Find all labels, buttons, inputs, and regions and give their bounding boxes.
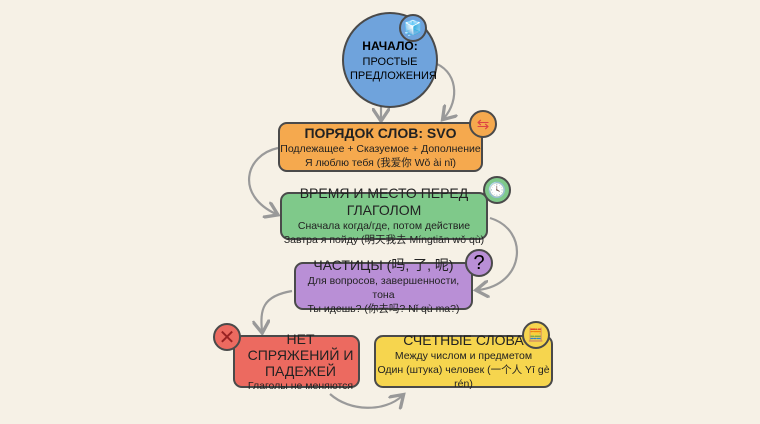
node-no-conjugation: НЕТ СПРЯЖЕНИЙ И ПАДЕЖЕЙ Глаголы не меняю… (233, 331, 360, 392)
clock-icon: 🕓 (483, 176, 511, 204)
node-title: НЕТ СПРЯЖЕНИЙ И ПАДЕЖЕЙ (247, 330, 354, 379)
node-time-place: ВРЕМЯ И МЕСТО ПЕРЕД ГЛАГОЛОМ Сначала ког… (280, 185, 488, 246)
node-line: Подлежащее + Сказуемое + Дополнение (280, 142, 481, 155)
cross-icon: ✕ (213, 323, 241, 351)
start-subtitle: ПРОСТЫЕ ПРЕДЛОЖЕНИЯ (350, 55, 437, 82)
node-measure-words: СЧЕТНЫЕ СЛОВА Между числом и предметом О… (374, 332, 553, 390)
node-line: Один (штука) человек (一个人 Yī gè rén) (377, 364, 550, 390)
node-line: Сначала когда/где, потом действие (297, 220, 471, 232)
node-word-order: ПОРЯДОК СЛОВ: SVO Подлежащее + Сказуемое… (278, 122, 483, 172)
start-node: НАЧАЛО: ПРОСТЫЕ ПРЕДЛОЖЕНИЯ (342, 12, 438, 108)
node-line: Я люблю тебя (我爱你 Wǒ ài nǐ) (304, 156, 457, 169)
arrow-particles-to-neg (261, 289, 293, 331)
blocks-icon: 🧊 (399, 14, 427, 42)
arrow-start-curve (431, 60, 454, 118)
swap-arrows-icon: ⇆ (469, 110, 497, 138)
node-line: Между числом и предметом (394, 350, 533, 362)
node-title: ПОРЯДОК СЛОВ: SVO (304, 124, 457, 141)
node-title: ВРЕМЯ И МЕСТО ПЕРЕД ГЛАГОЛОМ (299, 185, 469, 218)
arrow-order-to-time (247, 146, 278, 214)
arrow-time-to-particles (478, 216, 519, 290)
abacus-icon: 🧮 (522, 321, 550, 349)
node-line: Глаголы не меняются (247, 379, 354, 392)
start-title: НАЧАЛО: (362, 38, 418, 53)
node-title: ЧАСТИЦЫ (吗, 了, 呢) (313, 256, 454, 273)
node-line: Завтра я пойду (明天我去 Míngtiān wǒ qù) (283, 234, 485, 246)
arrow-neg-to-measure (329, 394, 402, 408)
node-title: СЧЕТНЫЕ СЛОВА (403, 332, 524, 348)
node-line: Ты идешь? (你去吗? Nǐ qù ma?) (307, 302, 460, 315)
node-particles: ЧАСТИЦЫ (吗, 了, 呢) Для вопросов, завершен… (294, 257, 473, 315)
question-icon: ? (465, 249, 493, 277)
node-line: Для вопросов, завершенности, тона (307, 274, 460, 301)
